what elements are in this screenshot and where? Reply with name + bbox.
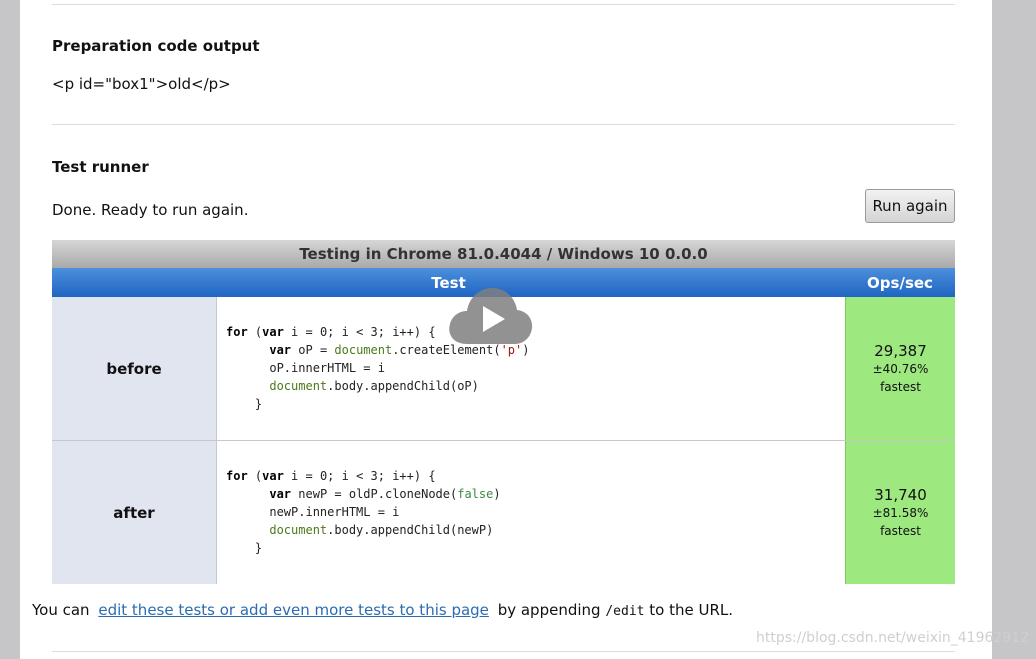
code-snippet-after: for (var i = 0; i < 3; i++) { var newP =… (226, 469, 501, 555)
column-header-ops: Ops/sec (867, 273, 933, 292)
divider-middle (52, 124, 955, 125)
ops-cell-before: 29,387 ±40.76% fastest (845, 297, 955, 440)
play-icon[interactable] (447, 286, 533, 348)
code-snippet-before: for (var i = 0; i < 3; i++) { var oP = d… (226, 325, 530, 411)
ops-value-after: 31,740 (874, 485, 927, 504)
footer-prefix: You can (32, 601, 90, 619)
preparation-output: <p id="box1">old</p> (52, 75, 231, 93)
footer-code: /edit (605, 604, 645, 619)
ops-cell-after: 31,740 ±81.58% fastest (845, 441, 955, 584)
run-again-button[interactable]: Run again (865, 189, 955, 223)
ops-error-before: ±40.76% (872, 361, 929, 376)
ops-value-before: 29,387 (874, 341, 927, 360)
test-name-after: after (52, 441, 217, 584)
footer-suffix: to the URL. (649, 601, 734, 619)
footer-note: You can edit these tests or add even mor… (32, 601, 733, 619)
divider-top (52, 4, 955, 5)
divider-bottom (52, 651, 955, 652)
environment-bar: Testing in Chrome 81.0.4044 / Windows 10… (52, 240, 955, 268)
ops-error-after: ±81.58% (872, 505, 929, 520)
preparation-heading: Preparation code output (52, 37, 260, 55)
footer-middle: by appending (497, 601, 601, 619)
runner-status: Done. Ready to run again. (52, 201, 249, 219)
ops-rank-before: fastest (880, 379, 921, 394)
watermark-text: https://blog.csdn.net/weixin_41962912 (756, 630, 1030, 646)
ops-rank-after: fastest (880, 523, 921, 538)
edit-tests-link[interactable]: edit these tests or add even more tests … (98, 601, 489, 619)
environment-label: Testing in Chrome 81.0.4044 / Windows 10… (299, 245, 708, 263)
table-row-after: after for (var i = 0; i < 3; i++) { var … (52, 441, 955, 584)
test-name-before: before (52, 297, 217, 440)
test-runner-heading: Test runner (52, 158, 149, 176)
test-code-after: for (var i = 0; i < 3; i++) { var newP =… (217, 441, 845, 584)
column-header-test: Test (431, 273, 466, 292)
row-divider (52, 440, 955, 441)
